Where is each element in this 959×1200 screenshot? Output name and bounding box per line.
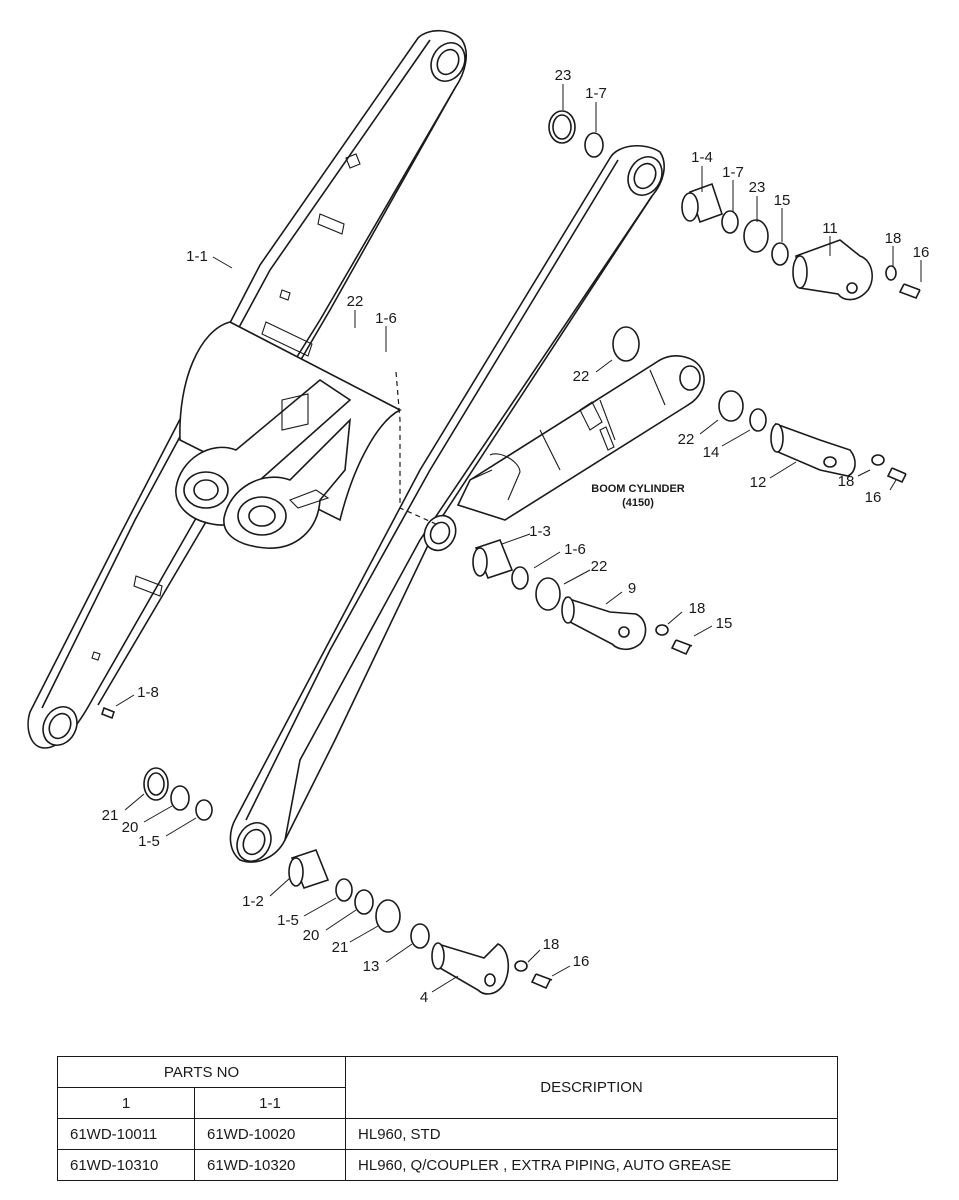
description-header: DESCRIPTION	[345, 1056, 839, 1119]
table-row: 61WD-10310 61WD-10320 HL960, Q/COUPLER ,…	[57, 1149, 839, 1181]
callout-label: 22	[678, 431, 695, 448]
cylinder-label: BOOM CYLINDER	[591, 483, 685, 495]
part-number-1-1: 61WD-10320	[193, 1149, 347, 1181]
callout-label: 16	[913, 244, 930, 261]
callout-label: 23	[555, 67, 572, 84]
callout-labels: 23 1-7 1-4 1-7 23 15 11 18 16 1-1 22 1-6…	[102, 67, 930, 1006]
callout-label: 4	[420, 989, 428, 1006]
callout-label: 22	[591, 558, 608, 575]
callout-label: 18	[689, 600, 706, 617]
callout-label: 1-7	[585, 85, 607, 102]
callout-label: 18	[885, 230, 902, 247]
parts-no-header: PARTS NO	[56, 1056, 347, 1088]
callout-label: 1-7	[722, 164, 744, 181]
callout-label: 16	[573, 953, 590, 970]
callout-label: 20	[303, 927, 320, 944]
table-subheader-row: 1 1-1	[57, 1087, 838, 1119]
callout-label: 21	[102, 807, 119, 824]
callout-label: 23	[749, 179, 766, 196]
pin-group-bottom	[101, 706, 553, 995]
description: HL960, Q/COUPLER , EXTRA PIPING, AUTO GR…	[345, 1149, 839, 1181]
callout-label: 20	[122, 819, 139, 836]
exploded-parts-diagram: BOOM CYLINDER (4150)	[27, 29, 930, 1006]
pin-group-top-right	[548, 110, 921, 301]
parts-table: PARTS NO DESCRIPTION 1 1-1 61WD-10011 61…	[56, 1056, 839, 1181]
callout-label: 18	[543, 936, 560, 953]
table-row: 61WD-10011 61WD-10020 HL960, STD	[57, 1118, 839, 1150]
cylinder-code: (4150)	[622, 497, 654, 509]
col2-header: 1-1	[193, 1087, 347, 1119]
callout-label: 14	[703, 444, 720, 461]
description: HL960, STD	[345, 1118, 839, 1150]
callout-label: 18	[838, 473, 855, 490]
callout-label: 22	[347, 293, 364, 310]
part-number-1-1: 61WD-10020	[193, 1118, 347, 1150]
callout-label: 1-6	[375, 310, 397, 327]
callout-label: 1-2	[242, 893, 264, 910]
part-number-1: 61WD-10011	[57, 1118, 195, 1150]
callout-leaders	[115, 84, 922, 993]
callout-label: 9	[628, 580, 636, 597]
grease-line	[395, 371, 437, 525]
callout-label: 13	[363, 958, 380, 975]
pin-group-cylinder-rod	[472, 539, 693, 656]
callout-label: 1-8	[137, 684, 159, 701]
cross-tube-assembly	[175, 321, 402, 549]
callout-label: 1-6	[564, 541, 586, 558]
callout-label: 16	[865, 489, 882, 506]
col1-header: 1	[57, 1087, 195, 1119]
callout-label: 22	[573, 368, 590, 385]
callout-label: 1-1	[186, 248, 208, 265]
right-boom-arm	[229, 145, 665, 863]
callout-label: 15	[716, 615, 733, 632]
callout-label: 11	[822, 220, 838, 237]
callout-label: 1-5	[277, 912, 299, 929]
part-number-1: 61WD-10310	[57, 1149, 195, 1181]
callout-label: 1-4	[691, 149, 713, 166]
callout-label: 1-5	[138, 833, 160, 850]
callout-label: 21	[332, 939, 349, 956]
callout-label: 1-3	[529, 523, 551, 540]
callout-label: 12	[750, 474, 767, 491]
boom-cylinder: BOOM CYLINDER (4150)	[456, 355, 705, 521]
table-header-row: PARTS NO DESCRIPTION	[56, 1056, 839, 1119]
callout-label: 15	[774, 192, 791, 209]
pin-group-cylinder-head	[612, 326, 907, 484]
